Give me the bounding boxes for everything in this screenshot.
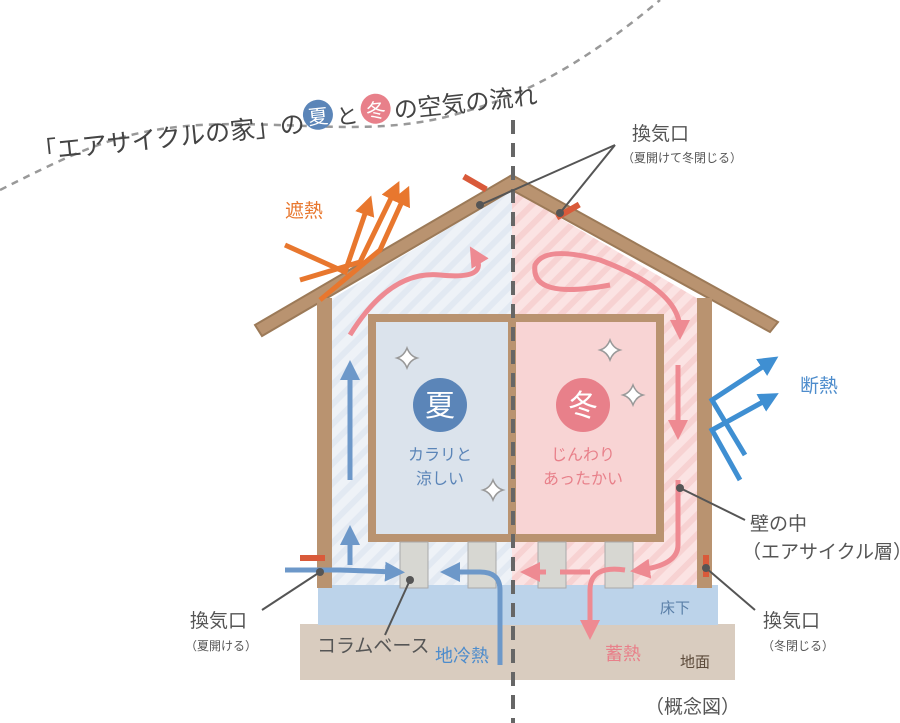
svg-text:「エアサイクルの家」の: 「エアサイクルの家」の — [31, 109, 306, 166]
winter-storage-arrow — [580, 566, 626, 640]
title-part2: の空気の流れ — [392, 82, 538, 125]
wall-layer-label: （エアサイクル層） — [742, 541, 900, 563]
vent-right-label: 換気口 — [763, 610, 820, 632]
title: 「エアサイクルの家」の 夏 と 冬 の空気の流れ — [31, 82, 539, 167]
title-summer: 夏 — [307, 104, 329, 130]
leader-dots — [316, 201, 710, 584]
title-mid: と — [335, 104, 360, 131]
insulation-label: 断熱 — [800, 375, 838, 397]
title-winter: 冬 — [365, 98, 387, 124]
right-wall — [697, 298, 712, 588]
summer-attic-arrow — [347, 246, 489, 337]
underfloor-label: 床下 — [660, 599, 690, 617]
underfloor — [318, 585, 718, 625]
sparkle-icons — [394, 337, 646, 503]
ground — [300, 624, 735, 680]
heat-storage-label: 蓄熱 — [605, 644, 641, 665]
leader-lines — [261, 144, 756, 636]
vent-right-note: （冬閉じる） — [762, 638, 834, 653]
heat-shield-label: 遮熱 — [285, 200, 323, 222]
winter-attic-arrow — [532, 251, 690, 340]
vent-top-note: （夏開けて冬閉じる） — [622, 150, 742, 165]
winter-desc-2: あったかい — [543, 469, 623, 488]
left-wall — [317, 298, 332, 588]
decorative-dashed-curve — [0, 0, 661, 192]
vent-left-label: 換気口 — [190, 610, 247, 632]
winter-desc-1: じんわり — [551, 445, 615, 464]
summer-badge — [413, 378, 467, 432]
winter-badge — [556, 378, 610, 432]
insulation-arrows — [708, 356, 779, 482]
column-base-label: コラムベース — [317, 635, 429, 657]
summer-ground-arrow — [440, 562, 503, 665]
summer-badge-text: 夏 — [425, 389, 455, 424]
winter-badge-text: 冬 — [568, 389, 598, 424]
summer-desc-2: 涼しい — [416, 469, 464, 488]
vent-left-note: （夏開ける） — [185, 639, 257, 653]
concept-label: （概念図） — [645, 695, 740, 718]
vent-left — [300, 555, 325, 561]
wall-inside-label: 壁の中 — [750, 513, 807, 535]
winter-wall-down-arrow — [630, 480, 681, 579]
vent-top-label: 換気口 — [632, 123, 689, 145]
vent-roof-left — [462, 173, 488, 193]
summer-desc-1: カラリと — [408, 445, 472, 464]
heat-shield-arrows — [283, 181, 410, 302]
ground-label: 地面 — [680, 653, 710, 671]
title-part1: 「エアサイクルの家」の — [31, 109, 306, 166]
ground-cool-label: 地冷熱 — [435, 646, 489, 667]
summer-underfloor-arrow — [285, 561, 405, 582]
